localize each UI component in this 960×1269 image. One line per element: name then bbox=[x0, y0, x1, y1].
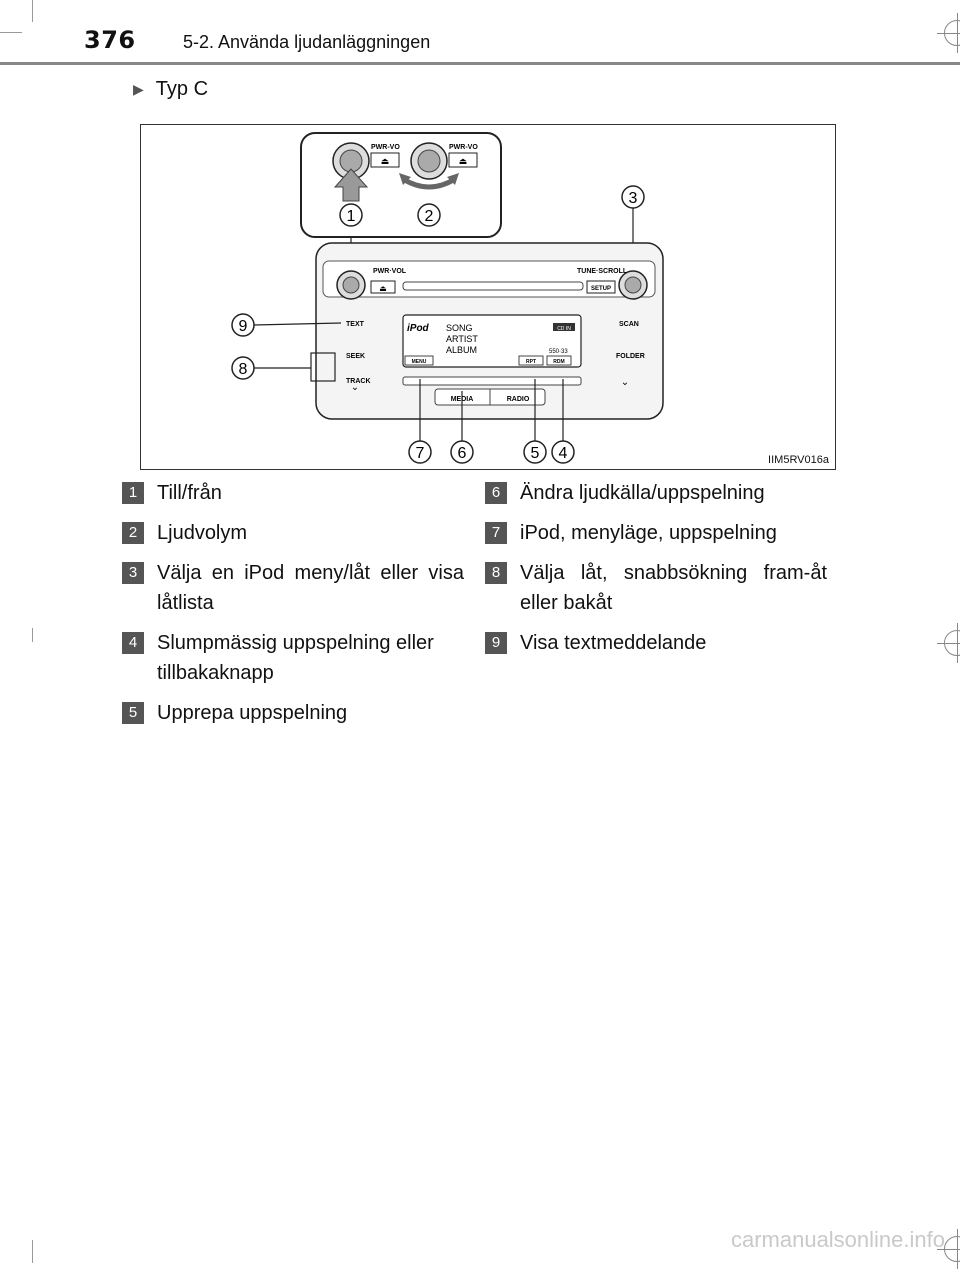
legend-item: 1 Till/från bbox=[122, 478, 464, 508]
disc-slot bbox=[402, 281, 584, 291]
legend-item: 8 Välja låt, snabbsökning fram-åt eller … bbox=[485, 558, 827, 618]
crop-mark bbox=[0, 32, 22, 33]
eject-button bbox=[370, 280, 396, 294]
crop-mark bbox=[32, 0, 33, 22]
legend-text: Till/från bbox=[157, 482, 222, 504]
press-arrow-icon bbox=[333, 168, 369, 202]
legend-text: iPod, menyläge, uppspelning bbox=[520, 522, 777, 544]
legend-number-badge: 6 bbox=[485, 482, 507, 504]
legend-item: 4 Slumpmässig uppspelning eller tillbaka… bbox=[122, 628, 464, 688]
legend-right-column: 6 Ändra ljudkälla/uppspelning 7 iPod, me… bbox=[485, 478, 827, 668]
setup-button bbox=[586, 280, 616, 294]
svg-text:ARTIST: ARTIST bbox=[446, 334, 478, 344]
display-screen bbox=[402, 314, 582, 368]
legend-text: Visa textmeddelande bbox=[520, 632, 707, 654]
legend-item: 7 iPod, menyläge, uppspelning bbox=[485, 518, 827, 548]
chapter-title: 5-2. Använda ljudanläggningen bbox=[183, 32, 431, 52]
preset-buttons-row bbox=[402, 376, 582, 386]
svg-text:FOLDER: FOLDER bbox=[616, 353, 645, 360]
svg-text:MENU: MENU bbox=[412, 359, 427, 365]
svg-text:CD IN: CD IN bbox=[557, 326, 571, 332]
registration-mark bbox=[937, 623, 960, 663]
legend-text: Ändra ljudkälla/uppspelning bbox=[520, 482, 765, 504]
knob-inset-box bbox=[300, 132, 502, 238]
svg-text:TEXT: TEXT bbox=[346, 321, 365, 328]
subheading: ▶ Typ C bbox=[133, 78, 208, 101]
figure-code: IIM5RV016a bbox=[768, 454, 829, 466]
inset-label-knob-a: PWR-VO bbox=[371, 144, 400, 151]
legend-text: Välja låt, snabbsökning fram-åt eller ba… bbox=[520, 562, 827, 614]
svg-text:TRACK: TRACK bbox=[346, 378, 371, 385]
svg-text:⏏: ⏏ bbox=[381, 156, 390, 166]
svg-text:⏏: ⏏ bbox=[459, 156, 468, 166]
crop-mark bbox=[32, 1240, 33, 1263]
legend-number-badge: 7 bbox=[485, 522, 507, 544]
knob-icon bbox=[417, 149, 441, 173]
legend-number-badge: 9 bbox=[485, 632, 507, 654]
svg-text:RADIO: RADIO bbox=[507, 396, 530, 403]
svg-text:SEEK: SEEK bbox=[346, 353, 365, 360]
legend-number-badge: 3 bbox=[122, 562, 144, 584]
callout-7 bbox=[408, 440, 432, 464]
svg-text:1: 1 bbox=[347, 208, 356, 225]
svg-text:ALBUM: ALBUM bbox=[446, 345, 477, 355]
svg-text:2: 2 bbox=[425, 208, 434, 225]
eject-button-icon bbox=[448, 152, 478, 168]
svg-text:6: 6 bbox=[458, 445, 467, 462]
legend-item: 5 Upprepa uppspelning bbox=[122, 698, 464, 728]
triangle-bullet-icon: ▶ bbox=[133, 81, 144, 97]
inset-label-knob-b: PWR-VO bbox=[449, 144, 478, 151]
legend-number-badge: 8 bbox=[485, 562, 507, 584]
legend-number-badge: 5 bbox=[122, 702, 144, 724]
legend-left-column: 1 Till/från 2 Ljudvolym 3 Välja en iPod … bbox=[122, 478, 464, 738]
subheading-text: Typ C bbox=[155, 78, 209, 100]
rotate-arrow-icon bbox=[401, 176, 457, 190]
callout-2 bbox=[417, 203, 441, 227]
svg-text:TUNE·SCROLL: TUNE·SCROLL bbox=[577, 268, 628, 275]
audio-panel-figure: ⏏ PWR-VO ⏏ PWR-VO 1 2 3 PWR·VOL TUNE·SCR… bbox=[140, 124, 836, 470]
footer-watermark[interactable]: carmanualsonline.info bbox=[730, 1227, 945, 1252]
legend-item: 3 Välja en iPod meny/låt eller visa låtl… bbox=[122, 558, 464, 618]
svg-text:SONG: SONG bbox=[446, 323, 473, 333]
header-rule bbox=[0, 62, 960, 65]
svg-text:iPod: iPod bbox=[407, 323, 430, 334]
legend-item: 6 Ändra ljudkälla/uppspelning bbox=[485, 478, 827, 508]
legend-number-badge: 4 bbox=[122, 632, 144, 654]
svg-text:7: 7 bbox=[416, 445, 425, 462]
callout-5 bbox=[523, 440, 547, 464]
registration-mark bbox=[937, 13, 960, 53]
legend-text: Slumpmässig uppspelning eller tillbakakn… bbox=[157, 632, 434, 684]
audio-panel-illustration: ⏏ PWR-VO ⏏ PWR-VO 1 2 3 PWR·VOL TUNE·SCR… bbox=[231, 132, 664, 464]
svg-text:SETUP: SETUP bbox=[591, 286, 611, 292]
svg-text:⏏: ⏏ bbox=[379, 284, 387, 293]
svg-text:SCAN: SCAN bbox=[619, 321, 639, 328]
registration-mark bbox=[937, 1229, 960, 1269]
callout-6 bbox=[450, 440, 474, 464]
svg-text:8: 8 bbox=[239, 361, 248, 378]
svg-text:⌄: ⌄ bbox=[351, 382, 359, 393]
svg-text:4: 4 bbox=[559, 445, 568, 462]
svg-text:RPT: RPT bbox=[526, 359, 536, 365]
svg-text:3: 3 bbox=[629, 190, 638, 207]
legend-text: Upprepa uppspelning bbox=[157, 702, 348, 724]
eject-button-icon bbox=[370, 152, 400, 168]
svg-text:⌄: ⌄ bbox=[621, 377, 629, 388]
svg-text:5: 5 bbox=[531, 445, 540, 462]
svg-text:RDM: RDM bbox=[553, 359, 564, 365]
legend-number-badge: 1 bbox=[122, 482, 144, 504]
page-number: 376 bbox=[84, 26, 136, 54]
legend-item: 9 Visa textmeddelande bbox=[485, 628, 827, 658]
legend-item: 2 Ljudvolym bbox=[122, 518, 464, 548]
crop-mark bbox=[32, 628, 33, 642]
svg-text:9: 9 bbox=[239, 318, 248, 335]
callout-4 bbox=[551, 440, 575, 464]
cd-in-badge bbox=[553, 323, 575, 331]
svg-text:PWR·VOL: PWR·VOL bbox=[373, 268, 407, 275]
callout-1 bbox=[339, 203, 363, 227]
legend-number-badge: 2 bbox=[122, 522, 144, 544]
svg-text:550·33: 550·33 bbox=[549, 349, 568, 355]
legend-text: Välja en iPod meny/låt eller visa låtlis… bbox=[157, 562, 464, 614]
legend-text: Ljudvolym bbox=[157, 522, 248, 544]
